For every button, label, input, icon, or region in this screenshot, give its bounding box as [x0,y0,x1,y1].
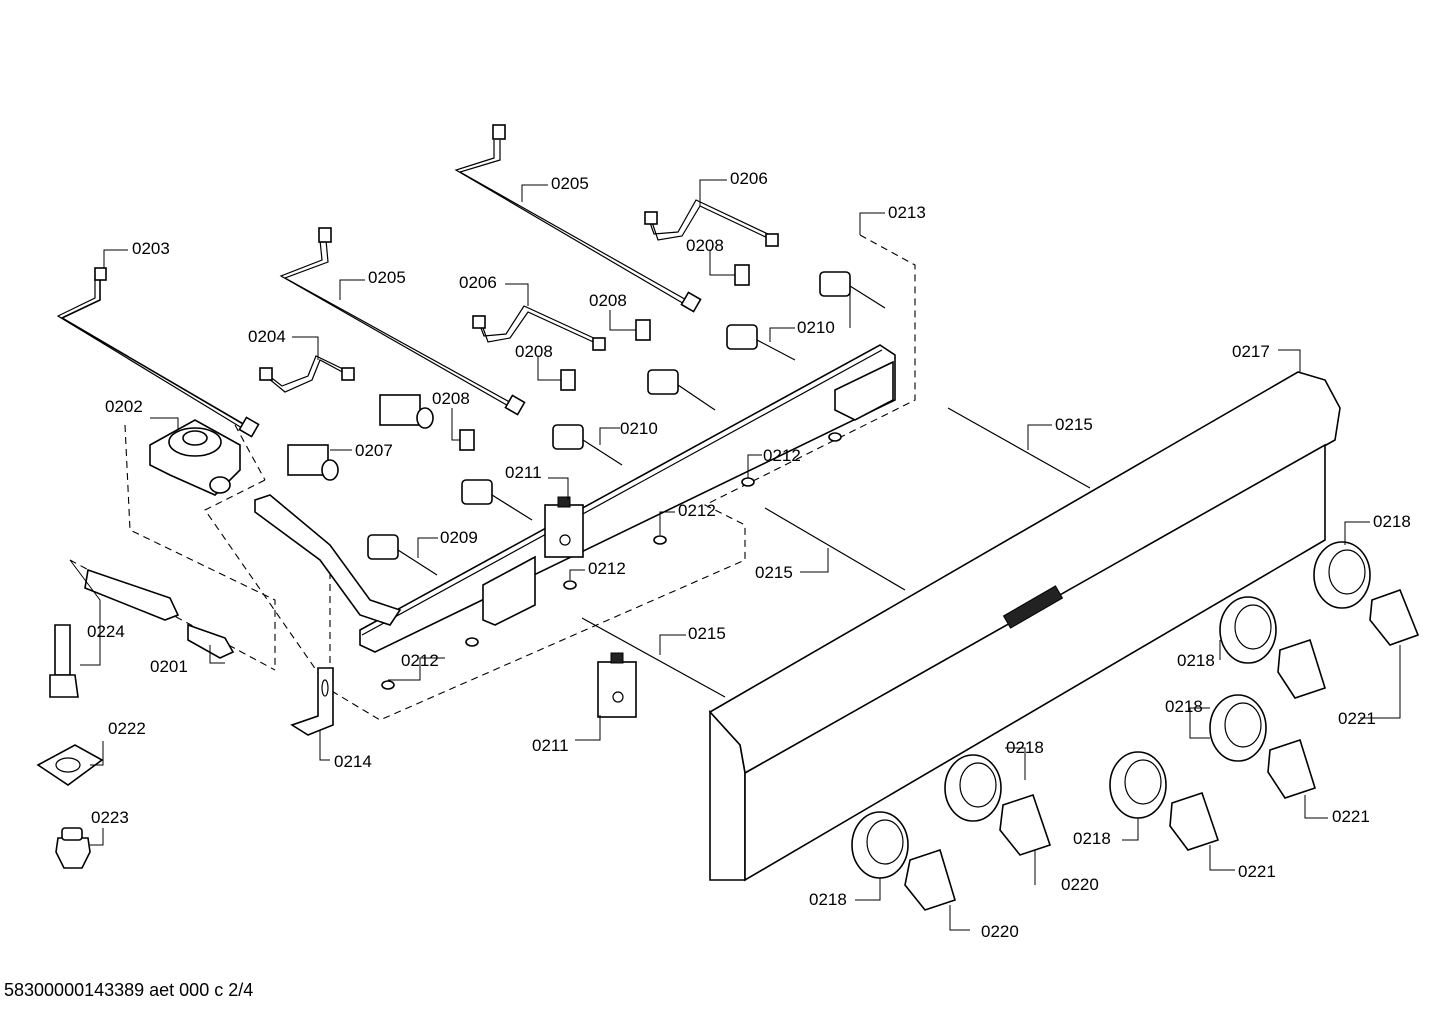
callout-0212: 0212 [588,559,626,578]
gas-tubes [56,124,779,438]
callout-0208: 0208 [432,389,470,408]
callout-0210: 0210 [620,419,658,438]
callout-0218: 0218 [1373,512,1411,531]
callout-0205: 0205 [368,268,406,287]
callout-0211: 0211 [505,463,542,482]
callout-0206: 0206 [459,273,497,292]
callout-0220: 0220 [1061,875,1099,894]
callout-0215: 0215 [755,563,793,582]
callout-0201: 0201 [150,657,188,676]
callout-0208: 0208 [589,291,627,310]
callout-0221: 0221 [1338,709,1376,728]
control-panel [708,371,1341,882]
pressure-regulator [149,419,241,496]
callout-0204: 0204 [248,327,286,346]
callout-0217: 0217 [1232,342,1270,361]
spark-modules [544,496,637,718]
solenoid-valves [287,394,434,481]
tube-clips [459,264,750,451]
document-id: 58300000143389 aet 000 c 2/4 [4,980,254,1000]
callout-0210: 0210 [797,318,835,337]
burner-valves [367,271,886,576]
callout-0208: 0208 [686,236,724,255]
callout-0222: 0222 [108,719,146,738]
fittings [36,568,235,869]
callout-0202: 0202 [105,397,143,416]
callout-0206: 0206 [730,169,768,188]
knob-bezels [851,541,1371,879]
gas-manifold [254,344,896,653]
callout-0218: 0218 [809,890,847,909]
callout-0209: 0209 [440,528,478,547]
callout-0221: 0221 [1332,807,1370,826]
callout-0224: 0224 [87,622,125,641]
callout-0212: 0212 [763,446,801,465]
callout-0208: 0208 [515,342,553,361]
callout-0214: 0214 [334,752,372,771]
callout-0221: 0221 [1238,862,1276,881]
callout-0220: 0220 [981,922,1019,941]
callout-0212: 0212 [401,651,439,670]
callout-0211: 0211 [532,736,569,755]
callout-0223: 0223 [91,808,129,827]
callout-0218: 0218 [1006,738,1044,757]
callout-0218: 0218 [1165,697,1203,716]
callout-0215: 0215 [688,624,726,643]
callout-0207: 0207 [355,441,393,460]
callout-labels: 0201 0202 0203 0204 0205 0205 0206 0206 … [87,169,1411,941]
electrodes [581,407,1091,698]
callout-0212: 0212 [678,501,716,520]
bracket [290,667,334,736]
callout-0218: 0218 [1073,829,1111,848]
callout-0203: 0203 [132,239,170,258]
screws [381,432,842,690]
callout-0218: 0218 [1177,651,1215,670]
callout-0215: 0215 [1055,415,1093,434]
callout-0213: 0213 [888,203,926,222]
callout-0205: 0205 [551,174,589,193]
leader-lines [69,179,1401,931]
